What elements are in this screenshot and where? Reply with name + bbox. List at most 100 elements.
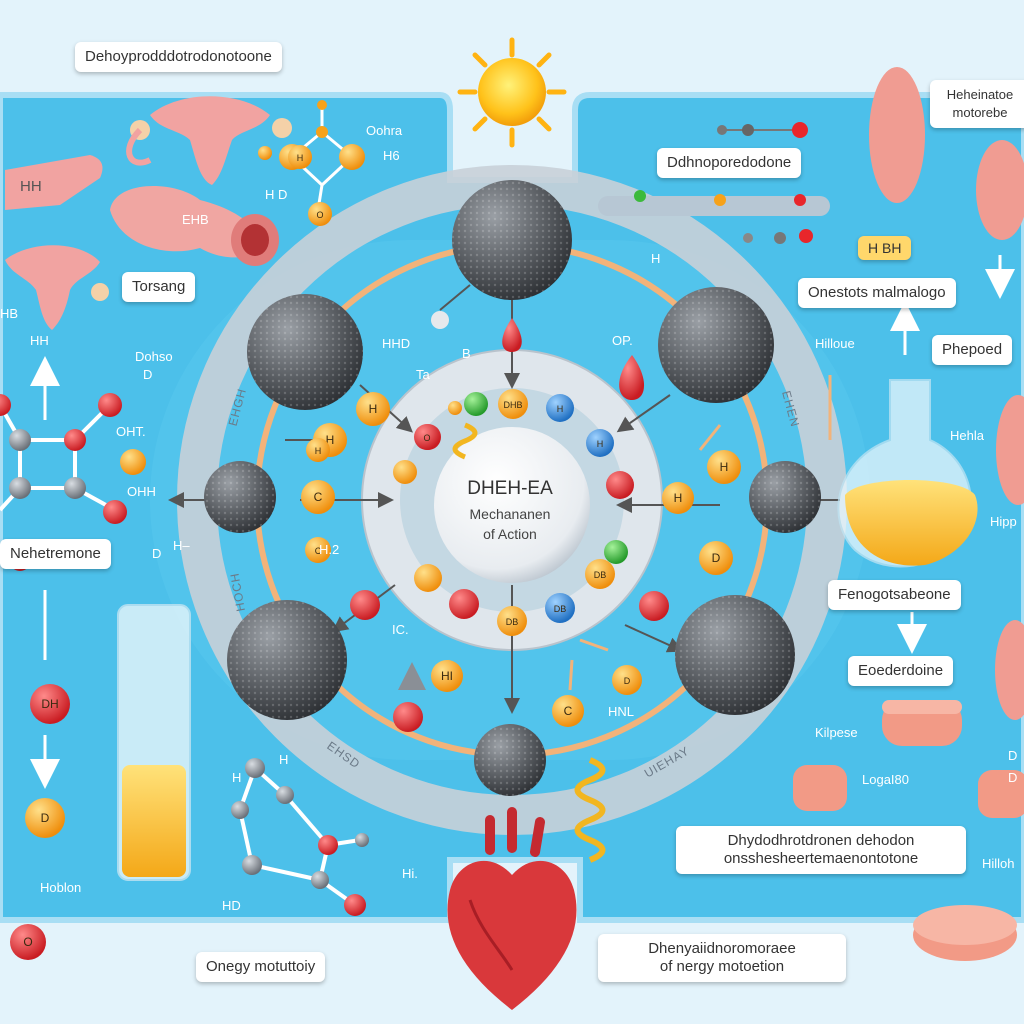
inner-atoms: [350, 311, 669, 732]
atom-h-8: [662, 482, 694, 514]
heart-icon: [447, 807, 577, 1010]
label-dihydro: Dhydodhrotdronen dehodon onsshesheertema…: [676, 826, 966, 874]
atom-h-6: [586, 429, 614, 457]
atom-h-5: [546, 394, 574, 422]
text-h-bottom: H: [232, 770, 242, 785]
organ-liver-icon: [5, 155, 103, 210]
atom-label-d-9: D: [712, 551, 721, 565]
label-bottom-center-line1: Dhenyaiidnoromoraee: [648, 940, 796, 957]
atom-label-h-23: H: [297, 153, 304, 163]
label-top-right: Heheinatoe motorebe: [930, 80, 1024, 128]
atom-h-0: [356, 392, 390, 426]
uterus-small-icon: [5, 245, 109, 330]
atom-h-7: [707, 450, 741, 484]
atom-label-h-8: H: [674, 491, 683, 505]
text-d-left: D: [143, 367, 153, 382]
label-left-mid: Nehetremone: [0, 539, 111, 569]
atom-label-h-6: H: [597, 439, 604, 449]
text-dohso: Dohso: [135, 349, 173, 364]
text-hd-top: H D: [265, 187, 288, 202]
main-panel-border: [0, 92, 1024, 923]
side-arrows: [30, 255, 1015, 789]
atom-label-c-2: C: [314, 490, 323, 504]
flask-icon: [837, 379, 978, 568]
spiral-icon: [574, 757, 606, 863]
atom-db-11: [497, 606, 527, 636]
center-subtitle-line2: of Action: [483, 526, 537, 542]
text-h-dash: H–: [173, 538, 190, 553]
text-h2: H.2: [319, 542, 340, 557]
text-d-bottom-right: D: [1008, 770, 1018, 785]
text-ta: Ta: [416, 367, 430, 382]
atom-label-db-12: DB: [554, 604, 567, 614]
organ-right3-icon: [995, 620, 1024, 720]
text-hhd-ring: HHD: [382, 336, 411, 351]
label-onesrots: Onestots malmalogo: [798, 278, 956, 308]
text-h-top: H: [651, 251, 661, 266]
text-hh-box: HH: [20, 178, 42, 195]
atom-label-o-20: O: [23, 935, 32, 949]
text-kilpese: Kilpese: [815, 725, 858, 740]
atom-label-dhb-4: DHB: [503, 400, 522, 410]
text-ehb: EHB: [182, 212, 209, 227]
atom-label-o-3: O: [423, 433, 430, 443]
label-fenogot: Fenogotsabeone: [828, 580, 961, 610]
atom-label-hi-13: HI: [441, 669, 453, 683]
atom-label-h-17: H: [315, 446, 322, 456]
text-hilloue: Hilloue: [815, 336, 855, 351]
atom-d-19: [25, 798, 65, 838]
text-hilloh: Hilloh: [982, 856, 1015, 871]
test-tube-icon: [117, 604, 191, 881]
atom-label-d-19: D: [41, 811, 50, 825]
atom-label-c-16: C: [315, 546, 322, 556]
atom-label-h-1: H: [326, 433, 335, 447]
text-h-bottom2: H: [279, 752, 289, 767]
atom-h-23: [288, 145, 312, 169]
atom-c-14: [552, 695, 584, 727]
inner-spiral-icon: [452, 422, 478, 460]
atom-o-3: [414, 424, 440, 450]
atom-c-16: [305, 537, 331, 563]
text-hd-bottom: HD: [222, 898, 241, 913]
atom-h-17: [306, 438, 330, 462]
atom-label-c-14: C: [564, 704, 573, 718]
text-h6: H6: [383, 148, 400, 163]
label-top-center: Ddhnoporedodone: [657, 148, 802, 178]
label-torsang: Torsang: [122, 272, 196, 302]
tag-h-bh: H BH: [858, 236, 912, 260]
organ-right2-icon: [996, 395, 1024, 505]
organ-right-icon: [976, 140, 1024, 240]
atom-dh-18: [30, 684, 70, 724]
atom-d-15: [612, 665, 642, 695]
text-od: D: [152, 546, 162, 561]
text-hh-left: HH: [30, 333, 49, 348]
label-ecoder: Eoederdoine: [848, 656, 954, 686]
text-hoblon: Hoblon: [40, 880, 82, 895]
label-dihydro-line1: Dhydodhrotdronen dehodon: [727, 832, 915, 849]
label-top-left: Dehoyprodddotrodonotoone: [75, 42, 282, 72]
atom-dhb-4: [498, 389, 528, 419]
atom-label-o-21: O: [316, 210, 323, 220]
text-hi-bottom: Hi.: [402, 866, 418, 881]
atom-label-h-7: H: [720, 460, 729, 474]
atom-label-d-15: D: [624, 676, 631, 686]
label-top-right-line1: Heheinatoe: [946, 87, 1014, 102]
atom-label-h-5: H: [557, 404, 564, 414]
organ-intestine-icon: [110, 186, 259, 258]
center-title: DHEH-EA: [467, 478, 553, 499]
atom-db-10: [585, 559, 615, 589]
text-hehla: Hehla: [950, 428, 984, 443]
text-ohh: OHH: [127, 484, 156, 499]
text-ic: IC.: [392, 622, 409, 637]
molecule-bar-icon: [598, 122, 830, 244]
atom-c-2: [301, 480, 335, 514]
label-top-right-line2: motorebe: [952, 105, 1008, 120]
atom-hi-13: [431, 660, 463, 692]
atom-label-h-0: H: [369, 402, 378, 416]
atom-label-db-11: DB: [506, 617, 519, 627]
text-hipp: Hipp: [990, 514, 1017, 529]
text-oohra: Oohra: [366, 123, 403, 138]
sun-icon: [457, 37, 567, 148]
atom-o-21: [308, 202, 332, 226]
